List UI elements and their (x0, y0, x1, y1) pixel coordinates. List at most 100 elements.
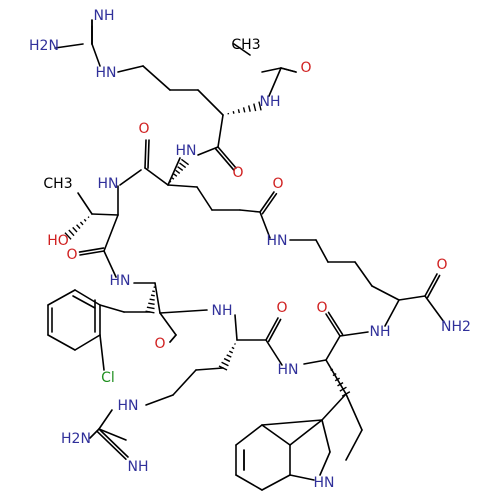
stereo-hash (339, 386, 347, 392)
bond (117, 65, 144, 73)
bond (325, 313, 341, 337)
atom-nh-guanidine-2: NH (128, 459, 149, 475)
atom-hn-phe: HN (110, 273, 131, 289)
atom-nh-acetyl: NH (260, 94, 281, 110)
stereo-hash (171, 177, 175, 180)
stereo-hash (87, 216, 90, 219)
stereo-hash (231, 346, 235, 350)
bond (267, 318, 282, 343)
bond (96, 430, 127, 460)
atom-o-sidechain: O (272, 176, 283, 192)
bond (268, 67, 282, 97)
bond (233, 43, 251, 56)
stereo-hash (337, 382, 344, 387)
bond (235, 474, 263, 491)
bond (195, 367, 224, 371)
stereo-hash (234, 343, 236, 345)
stereo-hash (332, 372, 337, 377)
atom-h2n-guanidine-2: H2N (61, 431, 91, 447)
bond (327, 311, 344, 336)
bond (354, 261, 373, 287)
bond (424, 273, 438, 297)
stereo-hash (218, 365, 228, 371)
bond-layer (47, 19, 445, 491)
bond (214, 148, 235, 171)
stereo-hash (258, 101, 262, 111)
bond (169, 334, 177, 343)
bond (91, 43, 101, 67)
bond (280, 67, 297, 73)
stereo-hash (341, 391, 351, 397)
stereo-hash (72, 226, 78, 233)
stereo-hash (150, 294, 155, 297)
atom-hn-lys: HN (267, 233, 288, 249)
bond (172, 369, 197, 396)
stereo-hash (237, 109, 240, 114)
bond (79, 250, 105, 256)
bond (261, 192, 278, 215)
stereo-hash (223, 357, 231, 363)
atom-hn-guanidine-2: HN (118, 398, 139, 414)
bond (265, 317, 279, 341)
bond (315, 239, 329, 263)
atom-ho-thr: HO (47, 233, 69, 249)
stereo-hash (177, 166, 184, 172)
stereo-hash (68, 229, 75, 237)
atom-o-trp-carbonyl: O (316, 300, 327, 316)
stereo-hash (79, 221, 84, 226)
atom-o-phe-carbonyl: O (154, 336, 165, 352)
bond (78, 247, 105, 253)
bond (72, 295, 96, 309)
atom-nh-arg: NH (212, 303, 233, 319)
bond (339, 331, 369, 337)
stereo-hash (175, 169, 181, 174)
stereo-hash (148, 302, 155, 305)
bond (74, 289, 101, 306)
bond (426, 274, 441, 299)
bond (239, 209, 261, 213)
bond (398, 295, 426, 301)
atom-hn-guanidine-1: HN (96, 65, 117, 81)
stereo-hash (232, 111, 235, 114)
bond (259, 211, 271, 239)
bond (167, 157, 181, 186)
atom-o-arg-carbonyl: O (276, 300, 287, 316)
bond (319, 451, 331, 476)
bond (196, 186, 213, 211)
stereo-hash (221, 361, 229, 367)
bond (98, 428, 127, 441)
atom-hn-indole: HN (314, 475, 335, 491)
atom-o-amide: O (436, 257, 447, 273)
atom-hn-residue-2: HN (176, 143, 197, 159)
stereo-hash (145, 310, 155, 314)
atom-nh2-amide: NH2 (441, 319, 471, 335)
bond (154, 282, 161, 314)
atom-ch3-thr: CH3 (43, 176, 72, 192)
atom-nh-trp: NH (370, 324, 391, 340)
atom-hn-thr: HN (98, 176, 119, 192)
stereo-hash (242, 107, 246, 113)
bond (321, 393, 347, 421)
bond (144, 139, 147, 169)
bond (103, 214, 119, 252)
bond (424, 295, 445, 323)
bond (91, 213, 119, 216)
bond (47, 289, 76, 306)
stereo-hash (149, 298, 155, 301)
stereo-hash (83, 218, 87, 222)
atom-cl: Cl (101, 370, 115, 386)
bond (235, 424, 263, 446)
bond (159, 312, 177, 336)
atom-o-carbonyl-1: O (138, 121, 149, 137)
bond (197, 89, 224, 116)
atom-o-acetyl: O (300, 60, 311, 76)
bond (144, 167, 169, 186)
stereo-hash (64, 232, 72, 240)
bond (159, 309, 208, 314)
stereo-hash (226, 354, 232, 358)
bond (74, 334, 101, 351)
bond (303, 359, 327, 365)
bond (98, 409, 113, 430)
bond (289, 419, 323, 446)
